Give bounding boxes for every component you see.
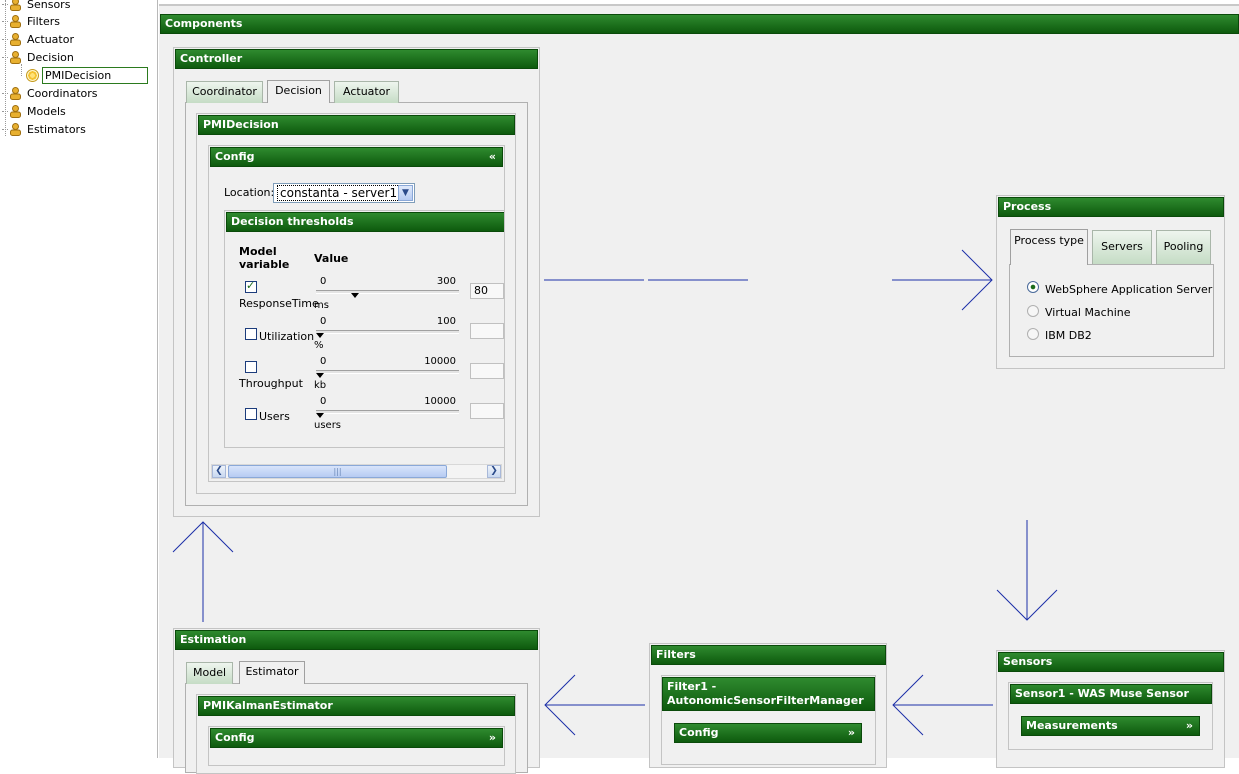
- slider-thumb[interactable]: [316, 333, 324, 338]
- radio-virtual-machine[interactable]: [1027, 305, 1039, 317]
- sensor1-header: Sensor1 - WAS Muse Sensor: [1010, 684, 1212, 704]
- estimator-config-header[interactable]: Config »: [210, 728, 503, 748]
- slider-thumb[interactable]: [351, 293, 359, 298]
- slider-unit: kb: [314, 380, 327, 391]
- target-icon: [26, 69, 39, 82]
- slider-max: 10000: [424, 396, 456, 407]
- arrow-process-to-sensors: [996, 520, 1058, 621]
- responsetime-checkbox[interactable]: ✓: [245, 279, 257, 293]
- measurements-header[interactable]: Measurements »: [1021, 716, 1200, 736]
- expand-icon[interactable]: »: [1185, 719, 1193, 732]
- slider-thumb[interactable]: [316, 373, 324, 378]
- tree-item-pmidecision[interactable]: PMIDecision: [26, 67, 148, 84]
- websphere-label: WebSphere Application Server: [1045, 283, 1213, 296]
- tab-process-type[interactable]: Process type: [1010, 229, 1088, 265]
- horizontal-scrollbar[interactable]: ❮ ||| ❯: [211, 464, 502, 479]
- slider-thumb[interactable]: [316, 413, 324, 418]
- users-label: Users: [259, 410, 290, 423]
- filter1-header: Filter1 - AutonomicSensorFilterManager: [662, 677, 875, 711]
- tree-child-guide: [21, 64, 22, 76]
- tree-guide-line: [5, 0, 6, 136]
- collapse-icon[interactable]: «: [488, 150, 496, 163]
- throughput-checkbox[interactable]: [245, 361, 257, 373]
- estimator-header: PMIKalmanEstimator: [198, 696, 515, 716]
- user-group-icon: [10, 105, 21, 118]
- slider-unit: ms: [314, 300, 329, 311]
- tab-actuator[interactable]: Actuator: [334, 81, 399, 103]
- controller-header: Controller: [175, 49, 538, 69]
- arrow-estimation-to-controller: [172, 521, 234, 622]
- utilization-checkbox[interactable]: [245, 328, 257, 340]
- process-header: Process: [998, 197, 1224, 217]
- slider-min: 0: [320, 356, 327, 367]
- thresholds-header: Decision thresholds: [226, 212, 504, 232]
- slider-max: 100: [436, 316, 456, 327]
- slider-unit: users: [314, 420, 342, 431]
- radio-ibm-db2[interactable]: [1027, 328, 1039, 340]
- slider-min: 0: [320, 276, 327, 287]
- responsetime-label: ResponseTime: [239, 297, 319, 310]
- utilization-value-input[interactable]: [470, 323, 504, 339]
- location-select[interactable]: constanta - server1 ▼: [273, 183, 415, 203]
- slider-max: 300: [436, 276, 456, 287]
- users-checkbox[interactable]: [245, 408, 257, 420]
- thresholds-panel: [224, 210, 504, 448]
- arrow-filters-to-estimation: [544, 674, 645, 736]
- tab-servers[interactable]: Servers: [1092, 230, 1152, 264]
- scroll-thumb[interactable]: |||: [228, 465, 447, 478]
- top-divider: [159, 0, 1239, 6]
- virtual-machine-label: Virtual Machine: [1045, 306, 1131, 319]
- checkmark-icon: ✓: [246, 279, 256, 292]
- process-tab-body: [1009, 264, 1214, 357]
- slider-min: 0: [320, 396, 327, 407]
- throughput-slider[interactable]: [316, 370, 459, 378]
- tab-model[interactable]: Model: [186, 662, 233, 684]
- users-slider[interactable]: [316, 410, 459, 418]
- user-group-icon: [10, 51, 21, 64]
- components-header: Components: [160, 14, 1239, 34]
- slider-min: 0: [320, 316, 327, 327]
- ibm-db2-label: IBM DB2: [1045, 329, 1092, 342]
- utilization-label: Utilization: [259, 330, 315, 343]
- location-label: Location:: [224, 186, 275, 199]
- tab-decision[interactable]: Decision: [267, 80, 330, 103]
- tab-pooling[interactable]: Pooling: [1156, 230, 1211, 264]
- filter-config-header[interactable]: Config »: [674, 723, 862, 743]
- throughput-value-input[interactable]: [470, 363, 504, 379]
- expand-icon[interactable]: »: [847, 726, 855, 739]
- scroll-left-icon[interactable]: ❮: [212, 465, 226, 478]
- responsetime-value-input[interactable]: 80: [470, 283, 504, 299]
- model-variable-heading: Model variable: [239, 245, 290, 271]
- user-group-icon: [10, 123, 21, 136]
- utilization-slider[interactable]: [316, 330, 459, 338]
- sensors-header: Sensors: [998, 652, 1224, 672]
- scroll-right-icon[interactable]: ❯: [487, 465, 501, 478]
- navigation-tree: Sensors Filters Actuator Decision PMIDec…: [0, 0, 158, 758]
- pmidecision-header: PMIDecision: [198, 115, 515, 135]
- tab-estimator[interactable]: Estimator: [239, 661, 305, 684]
- user-group-icon: [10, 15, 21, 28]
- arrow-controller-to-process: [544, 249, 993, 311]
- user-group-icon: [10, 87, 21, 100]
- expand-icon[interactable]: »: [488, 731, 496, 744]
- user-group-icon: [10, 0, 21, 11]
- throughput-label: Throughput: [239, 377, 303, 390]
- user-group-icon: [10, 33, 21, 46]
- slider-unit: %: [314, 340, 324, 351]
- users-value-input[interactable]: [470, 403, 504, 419]
- radio-websphere[interactable]: [1027, 281, 1039, 293]
- tab-coordinator[interactable]: Coordinator: [186, 81, 263, 103]
- slider-max: 10000: [424, 356, 456, 367]
- estimation-header: Estimation: [175, 630, 538, 650]
- value-heading: Value: [314, 252, 349, 265]
- arrow-sensors-to-filters: [892, 674, 993, 736]
- config-header[interactable]: Config «: [210, 147, 503, 167]
- responsetime-slider[interactable]: [316, 290, 459, 298]
- chevron-down-icon[interactable]: ▼: [398, 185, 413, 201]
- components-canvas: Components Controller Coordinator Decisi…: [159, 0, 1239, 774]
- filters-header: Filters: [651, 645, 886, 665]
